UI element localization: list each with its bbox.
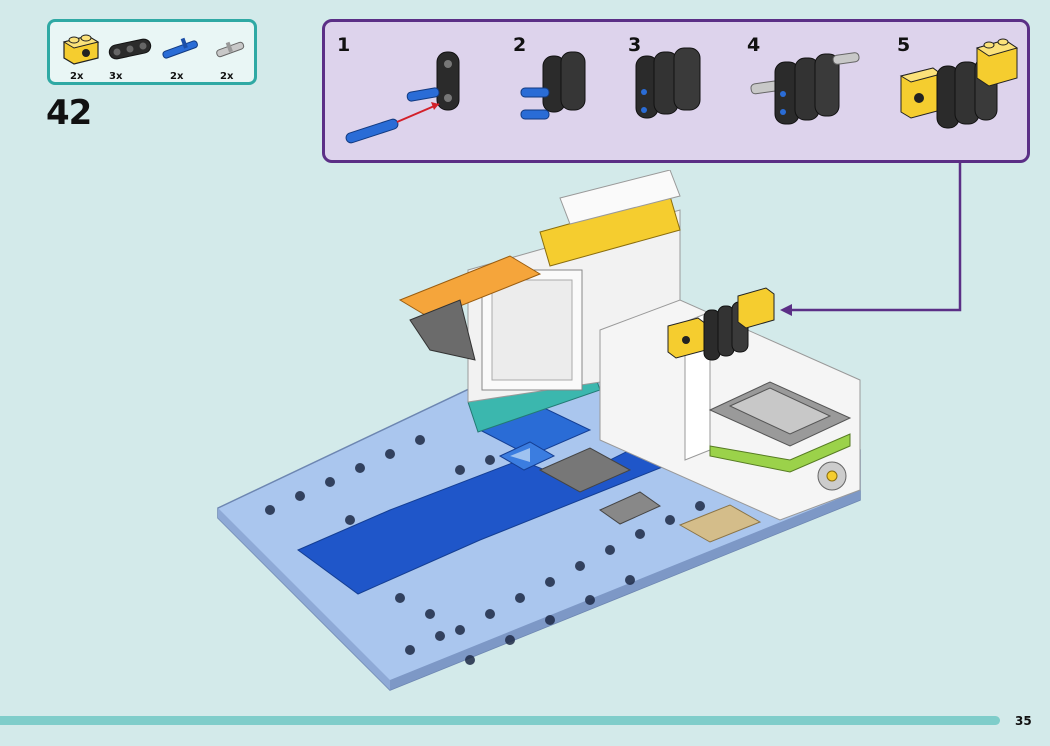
footer-bar — [0, 716, 1000, 725]
substep-number: 3 — [628, 34, 642, 56]
page-number: 35 — [1015, 714, 1032, 728]
window-pane — [491, 279, 573, 381]
part-black-beam: 3x — [105, 28, 155, 82]
yellow-brick-icon — [62, 34, 100, 65]
part-qty: 3x — [109, 71, 123, 82]
substep-number: 1 — [337, 34, 351, 56]
substep-1: 1 — [325, 22, 495, 162]
part-blue-pin: 2x — [158, 28, 204, 82]
substep-callout: 1 2 3 4 — [322, 19, 1030, 163]
substep-2: 2 — [501, 22, 611, 162]
part-qty: 2x — [220, 71, 234, 82]
arrow-tile-icon — [510, 448, 530, 462]
substep-5-illustration — [899, 38, 1019, 129]
parts-list: 2x 3x 2x 2x — [47, 19, 257, 85]
substep-3: 3 — [616, 22, 731, 162]
substep-number: 5 — [897, 34, 911, 56]
part-qty: 2x — [170, 71, 184, 82]
step-number: 42 — [46, 93, 92, 133]
substep-2-illustration — [520, 51, 586, 120]
substep-4: 4 — [735, 22, 880, 162]
grey-pin-icon — [216, 41, 245, 58]
substep-1-illustration — [345, 51, 460, 144]
substep-5: 5 — [885, 22, 1030, 162]
substep-number: 2 — [513, 34, 527, 56]
part-grey-pin: 2x — [208, 28, 254, 82]
part-yellow-brick: 2x — [58, 28, 104, 82]
blue-pin-icon — [162, 37, 198, 59]
callout-arrowhead-icon — [780, 304, 792, 316]
part-qty: 2x — [70, 71, 84, 82]
main-model-illustration — [217, 170, 861, 691]
substep-3-illustration — [635, 47, 701, 119]
substep-number: 4 — [747, 34, 761, 56]
substep-4-illustration — [750, 52, 860, 125]
black-beam-icon — [108, 38, 152, 60]
